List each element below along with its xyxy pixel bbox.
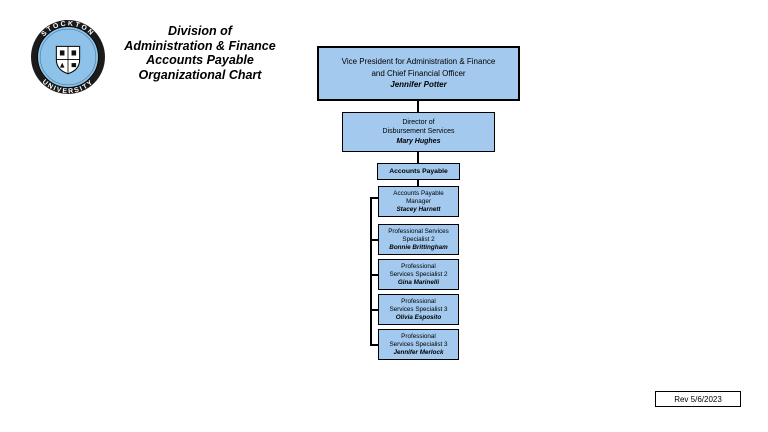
title-line-4: Organizational Chart: [138, 67, 262, 82]
title-line-3: Accounts Payable: [146, 53, 254, 67]
connector-director-dept: [417, 152, 419, 163]
person-name: Mary Hughes: [396, 137, 441, 145]
role-line: Accounts Payable: [389, 168, 448, 175]
node-specialist-3: Professional Services Specialist 3 Olivi…: [378, 294, 459, 325]
title-line-1: Division of: [168, 24, 232, 38]
person-name: Gina Marinelli: [397, 278, 440, 286]
person-name: Bonnie Brittingham: [389, 243, 448, 251]
node-specialist-4: Professional Services Specialist 3 Jenni…: [378, 329, 459, 360]
connector-bracket-vertical: [370, 197, 372, 346]
connector-stub-spec2: [370, 274, 378, 276]
node-accounts-payable-dept: Accounts Payable: [377, 163, 460, 180]
role-line: Disbursement Services: [382, 128, 455, 136]
person-name: Olivia Esposito: [395, 313, 442, 321]
seal-shield-icon: [55, 45, 81, 75]
connector-vp-director: [417, 101, 419, 112]
role-line: and Chief Financial Officer: [371, 68, 466, 78]
role-line: Services Specialist 2: [389, 270, 448, 278]
person-name: Jennifer Merlock: [393, 348, 444, 356]
connector-stub-spec1: [370, 239, 378, 241]
role-line: Director of: [402, 118, 435, 126]
role-line: Professional Services: [388, 227, 449, 235]
connector-dept-manager: [417, 180, 419, 186]
role-line: Professional: [401, 297, 436, 305]
node-specialist-2: Professional Services Specialist 2 Gina …: [378, 259, 459, 290]
node-specialist-1: Professional Services Specialist 2 Bonni…: [378, 224, 459, 255]
chart-title: Division of Administration & Finance Acc…: [95, 24, 305, 82]
role-line: Professional: [401, 262, 436, 270]
connector-stub-manager: [370, 197, 378, 199]
role-line: Specialist 2: [402, 235, 435, 243]
role-line: Manager: [406, 197, 431, 205]
role-line: Accounts Payable: [393, 189, 444, 197]
node-vice-president: Vice President for Administration & Fina…: [317, 46, 520, 101]
revision-box: Rev 5/6/2023: [655, 391, 741, 407]
stockton-university-seal: STOCKTON UNIVERSITY: [30, 19, 106, 95]
person-name: Jennifer Potter: [390, 80, 447, 90]
connector-stub-spec3: [370, 309, 378, 311]
role-line: Vice President for Administration & Fina…: [341, 57, 496, 67]
node-ap-manager: Accounts Payable Manager Stacey Harnett: [378, 186, 459, 217]
role-line: Services Specialist 3: [389, 305, 448, 313]
connector-stub-spec4: [370, 344, 378, 346]
person-name: Stacey Harnett: [396, 205, 441, 213]
title-line-2: Administration & Finance: [124, 38, 276, 53]
seal-graphic: STOCKTON UNIVERSITY: [31, 20, 105, 95]
role-line: Professional: [401, 332, 436, 340]
node-director: Director of Disbursement Services Mary H…: [342, 112, 495, 152]
role-line: Services Specialist 3: [389, 340, 448, 348]
